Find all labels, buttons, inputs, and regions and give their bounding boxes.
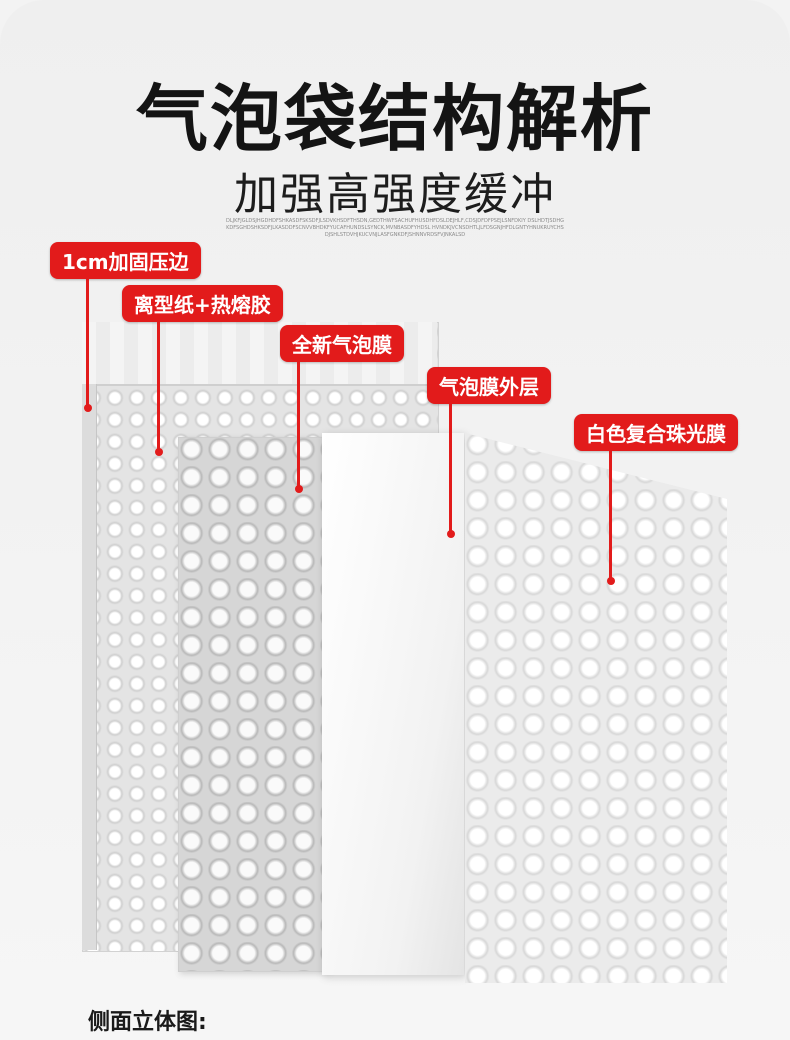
leader-line [449,399,452,532]
bubble-film-layer [178,437,328,972]
page-subtitle: 加强高强度缓冲 [234,169,556,220]
page-title: 气泡袋结构解析 [135,77,654,161]
label-bubble-outer-layer: 气泡膜外层 [427,367,551,404]
fine-print-text: DLJKFJGLDSJHGDHDFSHKASDFSKSDFJLSDVKHSDFT… [225,218,565,238]
label-white-pearl-film: 白色复合珠光膜 [574,414,738,451]
leader-line [157,317,160,450]
envelope-edge-band [82,384,97,950]
white-outer-film-layer [322,433,464,975]
leader-line [86,274,89,406]
pearl-film-layer [465,433,727,983]
leader-dot [446,530,455,538]
leader-line [297,357,300,487]
leader-dot [154,448,163,456]
leader-line [609,446,612,579]
leader-dot [606,577,615,585]
leader-dot [83,404,92,412]
leader-dot [294,485,303,493]
label-release-paper: 离型纸+热熔胶 [122,285,283,322]
label-new-bubble-film: 全新气泡膜 [280,325,404,362]
label-edge-reinforcement: 1cm加固压边 [50,242,201,279]
side-view-caption: 侧面立体图: [88,1010,207,1035]
